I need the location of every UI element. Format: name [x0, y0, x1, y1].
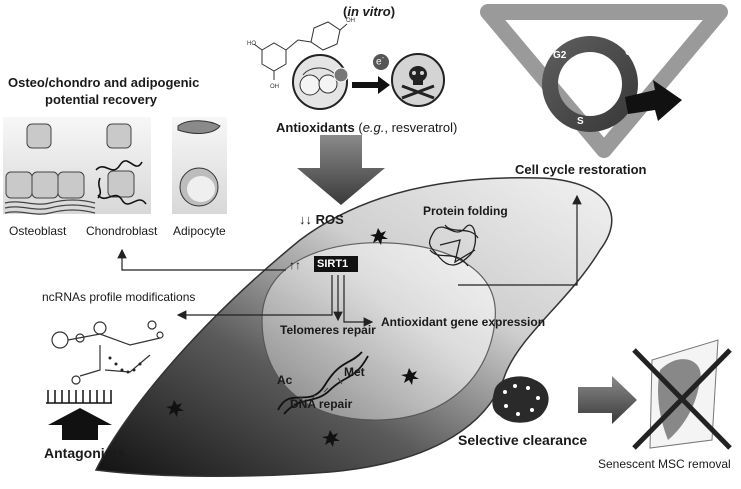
chondroblast-cells	[95, 123, 147, 205]
phase-s-label: S	[577, 116, 584, 127]
dna-met-label: Met	[344, 365, 365, 379]
electron-marker	[333, 67, 349, 83]
svg-text:OH: OH	[346, 18, 355, 24]
antagonist-arrow	[48, 408, 112, 440]
osteoblast-label: Osteoblast	[9, 224, 67, 238]
removal-x-mark	[632, 348, 732, 450]
neutralize-arrow	[352, 76, 390, 94]
antagonists-label: Antagonists	[44, 445, 125, 461]
protein-folding-label: Protein folding	[423, 204, 508, 218]
senescent-removal-label: Senescent MSC removal	[598, 457, 731, 471]
ncrna-structure	[51, 320, 164, 385]
chondroblast-label: Chondroblast	[86, 224, 158, 238]
in-vitro-label: (in vitro)	[343, 4, 396, 19]
antagonist-comb	[46, 390, 112, 404]
senescent-cell-icon	[492, 376, 549, 423]
dna-ac-label: Ac	[277, 373, 293, 387]
nucleus	[261, 242, 496, 421]
osteoblast-cells	[5, 123, 85, 199]
antioxidant-arrow	[297, 135, 385, 205]
phase-g1-label: G1	[625, 47, 639, 58]
dna-helix	[277, 351, 369, 415]
ros-bursts	[166, 228, 419, 447]
cycle-exit-arrow	[625, 80, 682, 121]
antioxidants-label: Antioxidants (e.g., resveratrol)	[276, 120, 458, 135]
ros-label: ↓↓ ROS	[299, 212, 344, 227]
electron-label: e-	[376, 55, 384, 68]
adipocyte-cells	[177, 120, 221, 207]
ncrna-label: ncRNAs profile modifications	[42, 290, 196, 304]
cell-cycle-title: Cell cycle restoration	[515, 162, 647, 177]
sirt1-box	[314, 256, 358, 272]
ncrna-dots	[108, 356, 142, 374]
selective-clearance-label: Selective clearance	[458, 432, 588, 448]
skull-icon	[401, 66, 435, 100]
protein-structure	[428, 224, 479, 267]
antioxidant-gene-label: Antioxidant gene expression	[381, 315, 546, 329]
svg-text:HO: HO	[247, 41, 256, 47]
phase-m-label: M	[581, 20, 590, 31]
cell-cycle-ring	[542, 36, 638, 132]
sirt1-up-arrows: ↑↑	[289, 258, 301, 272]
sirt1-connectors	[117, 194, 582, 327]
adipocyte-label: Adipocyte	[173, 224, 226, 238]
phase-g2-label: G2	[553, 50, 567, 61]
telomeres-label: Telomeres repair	[280, 323, 376, 337]
resveratrol-molecule	[253, 21, 348, 80]
clearance-arrow	[578, 376, 637, 424]
svg-text:OH: OH	[270, 84, 279, 90]
osteoblast-matrix	[4, 199, 96, 215]
dna-repair-label: DNA repair	[290, 397, 353, 411]
sirt1-label: SIRT1	[317, 258, 349, 270]
